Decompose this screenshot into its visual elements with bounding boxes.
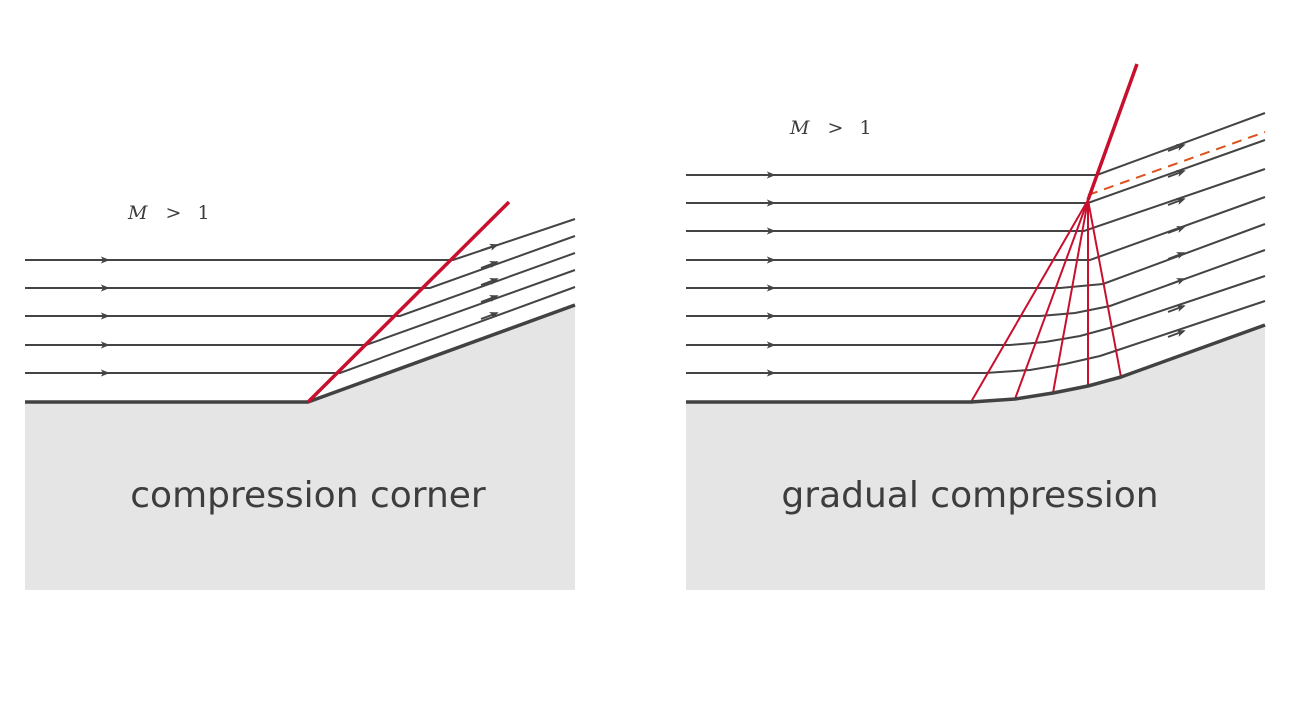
ground-region (686, 325, 1265, 590)
arrow-icon (1167, 252, 1186, 260)
compression-waves (970, 199, 1122, 403)
streamline (25, 235, 576, 289)
gradual-compression-diagram: M > 1 gradual compression (686, 63, 1266, 590)
arrow-icon (1167, 170, 1186, 178)
arrow-icon (480, 261, 499, 269)
arrow-icon (1167, 198, 1186, 206)
streamline (25, 252, 576, 317)
arrow-icon (1167, 305, 1186, 313)
flow-arrows (92, 243, 499, 377)
arrow-icon (480, 295, 499, 303)
dashed-streamline (1087, 131, 1266, 196)
ground-region (25, 305, 575, 590)
arrow-icon (1167, 278, 1186, 286)
oblique-shock (1086, 63, 1139, 201)
compression-wave (970, 199, 1089, 403)
streamlines (25, 218, 576, 374)
diagram-caption: gradual compression (781, 475, 1158, 516)
streamline (686, 300, 1266, 374)
arrow-icon (1167, 226, 1186, 234)
streamline (686, 139, 1266, 204)
mach-condition-label: M > 1 (789, 117, 872, 139)
flow-arrows (758, 144, 1186, 377)
arrow-icon (480, 243, 499, 252)
streamline (686, 249, 1266, 317)
arrow-icon (480, 278, 499, 286)
compression-wave (1087, 199, 1122, 378)
streamline (686, 168, 1266, 232)
arrow-icon (480, 312, 499, 320)
diagram-caption: compression corner (130, 475, 486, 516)
streamline (686, 196, 1266, 261)
arrow-icon (1167, 144, 1186, 152)
wall-surface (686, 323, 1266, 404)
streamline (686, 275, 1266, 346)
streamline (686, 112, 1266, 176)
mach-condition-label: M > 1 (127, 202, 210, 224)
streamline (25, 218, 576, 261)
compression-corner-diagram: M > 1 compression corner (25, 200, 576, 590)
arrow-icon (1167, 330, 1186, 338)
compression-wave (1014, 199, 1089, 400)
compression-wave (1052, 199, 1089, 394)
oblique-shock (306, 200, 511, 404)
